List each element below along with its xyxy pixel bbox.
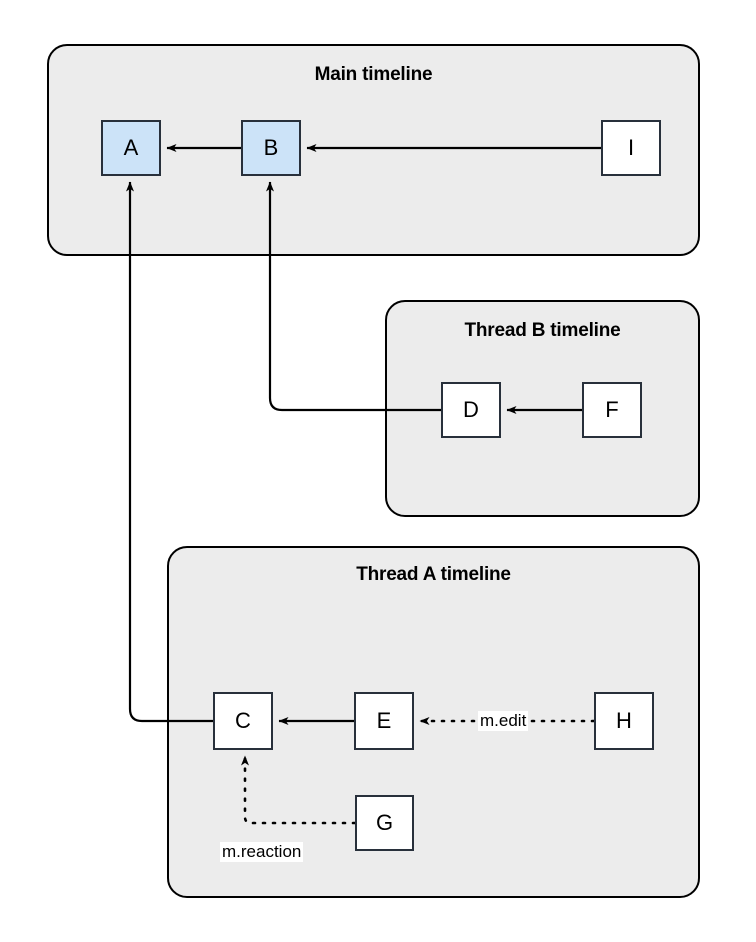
event-node-e[interactable]: E xyxy=(354,692,414,750)
timeline-container-thread-b: Thread B timeline xyxy=(385,300,700,517)
event-node-i[interactable]: I xyxy=(601,120,661,176)
edge-label-m-reaction: m.reaction xyxy=(220,842,304,862)
event-node-f-label: F xyxy=(605,397,619,422)
event-node-g-label: G xyxy=(375,810,394,835)
timeline-title-main: Main timeline xyxy=(314,64,433,85)
event-node-b[interactable]: B xyxy=(241,120,301,176)
timeline-title-thread-b: Thread B timeline xyxy=(464,320,621,341)
event-node-a[interactable]: A xyxy=(101,120,161,176)
event-node-d-label: D xyxy=(463,397,479,422)
event-node-c-label: C xyxy=(235,708,251,733)
edge-label-m-edit: m.edit xyxy=(478,711,529,731)
event-node-h[interactable]: H xyxy=(594,692,654,750)
event-node-b-label: B xyxy=(263,135,279,160)
event-node-h-label: H xyxy=(616,708,632,733)
event-node-c[interactable]: C xyxy=(213,692,273,750)
event-node-g[interactable]: G xyxy=(355,795,414,851)
event-node-a-label: A xyxy=(123,135,139,160)
timeline-title-thread-a: Thread A timeline xyxy=(356,564,511,585)
event-node-i-label: I xyxy=(627,135,635,160)
event-node-e-label: E xyxy=(376,708,392,733)
event-node-f[interactable]: F xyxy=(582,382,642,438)
event-node-d[interactable]: D xyxy=(441,382,501,438)
